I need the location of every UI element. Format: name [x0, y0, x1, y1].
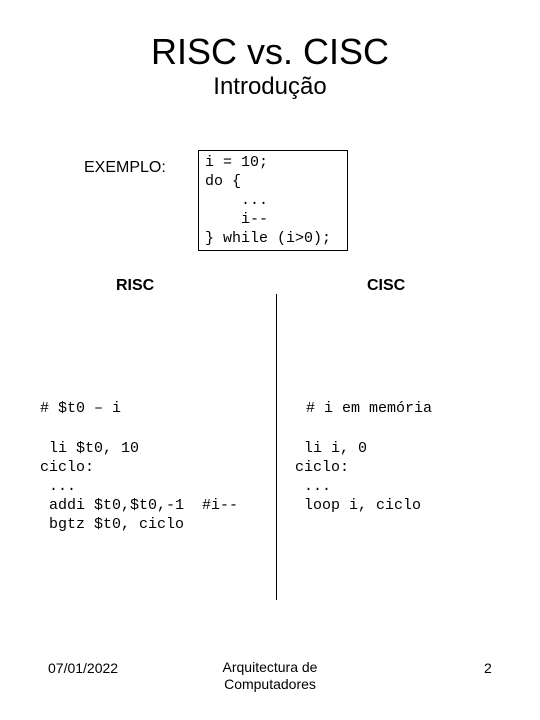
cisc-code: li i, 0 ciclo: ... loop i, ciclo: [295, 440, 422, 514]
example-code-box: i = 10; do { ... i-- } while (i>0);: [198, 150, 348, 251]
footer-course: Arquitectura de Computadores: [222, 659, 318, 692]
risc-code: li $t0, 10 ciclo: ... addi $t0,$t0,-1 #i…: [40, 440, 239, 533]
slide-subtitle: Introdução: [213, 73, 327, 100]
footer-date: 07/01/2022: [48, 660, 119, 676]
cisc-comment: # i em memória: [306, 400, 433, 417]
slide-title: RISC vs. CISC: [150, 31, 390, 72]
risc-comment: # $t0 – i: [40, 400, 122, 417]
example-label: EXEMPLO:: [84, 159, 166, 176]
column-divider: [276, 294, 277, 600]
footer-page-number: 2: [484, 660, 492, 676]
example-code: i = 10; do { ... i-- } while (i>0);: [205, 154, 332, 247]
risc-heading: RISC: [116, 277, 155, 294]
cisc-heading: CISC: [367, 277, 406, 294]
